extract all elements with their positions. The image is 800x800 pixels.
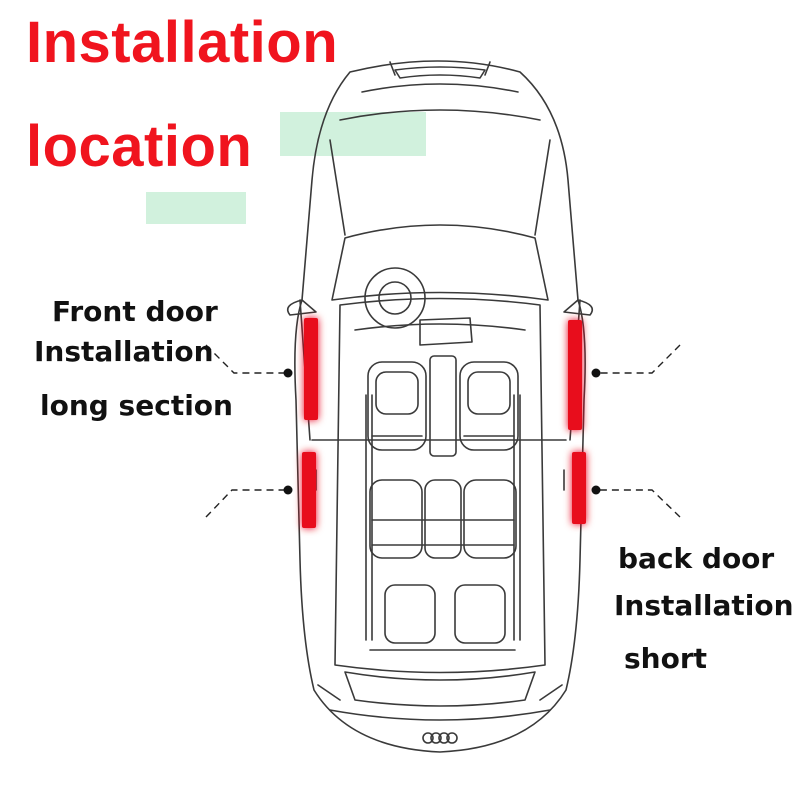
leader-front-left (205, 344, 287, 374)
green-band-top (280, 112, 426, 156)
title-line-2: location (26, 114, 253, 179)
leader-dots (283, 368, 601, 495)
strip-back-left (302, 452, 316, 528)
front-door-label-line-3: long section (40, 389, 233, 422)
car-outline (286, 60, 594, 753)
dot-back-right (591, 485, 601, 495)
green-band-left (146, 192, 246, 224)
strip-back-right (572, 452, 586, 524)
strip-front-left (304, 318, 318, 420)
strip-front-right (568, 320, 582, 430)
leader-front-right (598, 344, 681, 374)
leader-lines (205, 344, 681, 518)
dot-front-left (283, 368, 293, 378)
back-door-label-line-3: short (624, 642, 708, 675)
back-door-label-line-2: Installation (614, 589, 794, 622)
leader-back-right (598, 489, 681, 518)
front-door-label-line-1: Front door (52, 295, 218, 328)
back-door-label-line-1: back door (618, 542, 775, 575)
dot-front-right (591, 368, 601, 378)
front-door-label-line-2: Installation (34, 335, 214, 368)
leader-back-left (205, 489, 287, 518)
title-line-1: Installation (26, 10, 339, 75)
dot-back-left (283, 485, 293, 495)
seal-strips (302, 318, 586, 528)
